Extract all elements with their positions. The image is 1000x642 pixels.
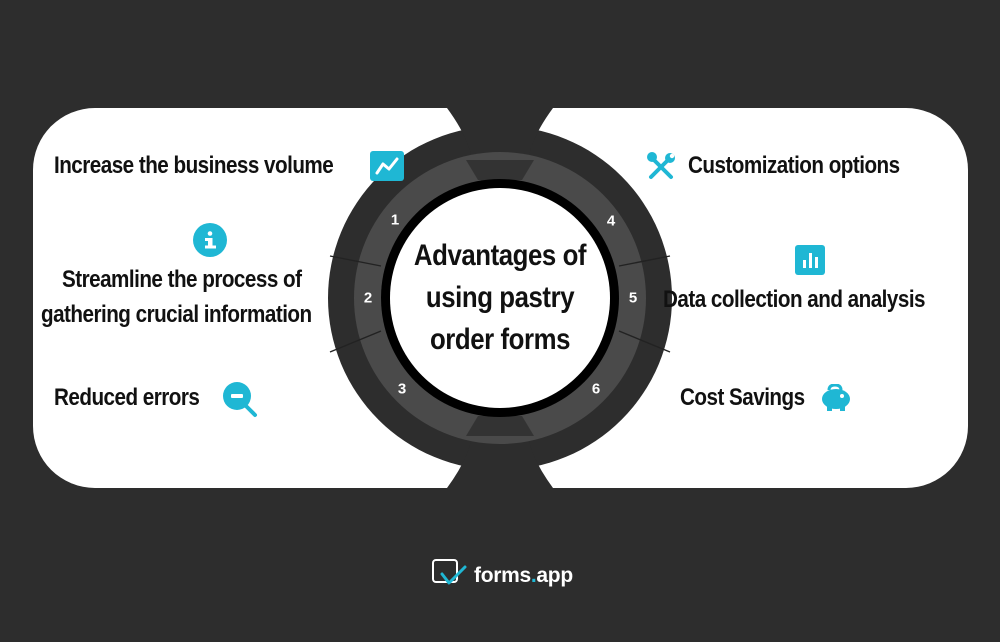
- number-2: 2: [363, 289, 373, 307]
- number-6: 6: [591, 380, 601, 398]
- item-2-label-line-1: Streamline the process of: [62, 266, 302, 293]
- title-line-1: Advantages of: [413, 239, 587, 272]
- zoom-out-icon: [222, 381, 260, 424]
- tools-icon: [645, 151, 677, 188]
- number-3: 3: [397, 380, 407, 398]
- title-line-3: order forms: [429, 323, 571, 356]
- number-5: 5: [628, 289, 638, 307]
- item-6-label: Cost Savings: [680, 384, 805, 411]
- bar-chart-icon: [795, 245, 825, 280]
- brand-name: forms.app: [474, 563, 573, 587]
- item-4-label: Customization options: [688, 152, 900, 179]
- forms-app-logo[interactable]: forms.app: [432, 558, 573, 593]
- item-1-label: Increase the business volume: [54, 152, 334, 179]
- item-5-label: Data collection and analysis: [663, 286, 926, 313]
- item-2-label-line-2: gathering crucial information: [41, 301, 312, 328]
- center-title: Advantages of using pastry order forms: [405, 235, 594, 361]
- center-circle: [390, 188, 610, 408]
- forms-app-logo-icon: [432, 558, 468, 593]
- piggy-bank-icon: [820, 383, 852, 417]
- info-icon: [193, 223, 227, 262]
- number-1: 1: [390, 211, 400, 229]
- title-line-2: using pastry: [425, 281, 575, 314]
- item-3-label: Reduced errors: [54, 384, 200, 411]
- trend-line-icon: [370, 151, 404, 186]
- number-4: 4: [606, 212, 616, 230]
